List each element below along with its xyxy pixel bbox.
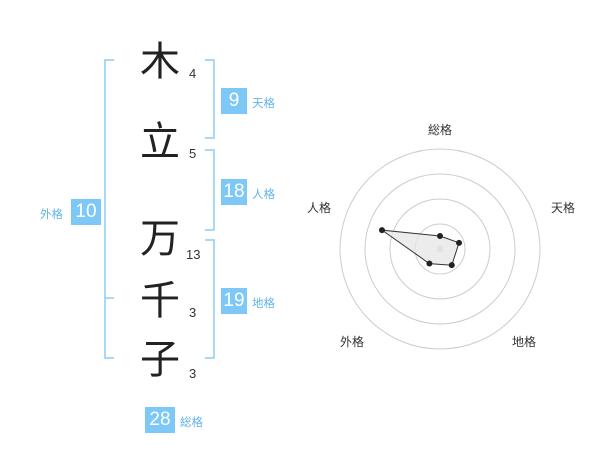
name-char-2: 立 xyxy=(140,119,180,165)
chikaku-bracket xyxy=(205,239,215,359)
radar-area xyxy=(380,229,460,266)
radar-point-1 xyxy=(456,239,463,246)
name-char-3: 万 xyxy=(140,216,180,262)
gaikaku-bracket xyxy=(104,59,114,359)
tenkaku-label: 天格 xyxy=(252,96,275,110)
radar-label-tenkaku: 天格 xyxy=(551,200,575,215)
soukaku-label: 総格 xyxy=(180,415,203,429)
stroke-count-2: 5 xyxy=(189,146,197,161)
radar-label-soukaku: 総格 xyxy=(428,122,452,137)
tenkaku-value: 9 xyxy=(221,88,247,114)
soukaku-value: 28 xyxy=(145,407,175,433)
chikaku-label: 地格 xyxy=(252,296,275,310)
gaikaku-value: 10 xyxy=(71,199,101,225)
chikaku-value: 19 xyxy=(221,288,247,314)
radar-label-jinkaku: 人格 xyxy=(307,200,331,215)
radar-ring-3 xyxy=(364,173,516,325)
jinkaku-bracket xyxy=(205,149,215,231)
radar-point-4 xyxy=(378,227,385,234)
radar-ring-4 xyxy=(339,148,541,350)
tenkaku-bracket xyxy=(205,59,215,139)
gaikaku-label: 外格 xyxy=(40,207,63,221)
radar-point-2 xyxy=(448,262,455,269)
stroke-count-3: 13 xyxy=(186,247,201,262)
radar-ring-2 xyxy=(389,198,491,300)
jinkaku-value: 18 xyxy=(221,179,247,205)
radar-label-chikaku: 地格 xyxy=(512,334,536,349)
radar-label-gaikaku: 外格 xyxy=(340,334,364,349)
name-char-1: 木 xyxy=(140,39,180,85)
jinkaku-label: 人格 xyxy=(252,187,275,201)
radar-point-0 xyxy=(437,233,443,239)
radar-points xyxy=(378,227,463,269)
stroke-count-5: 3 xyxy=(189,366,197,381)
stroke-count-1: 4 xyxy=(189,66,197,81)
radar-point-3 xyxy=(426,260,433,267)
name-char-5: 子 xyxy=(140,337,180,383)
stroke-count-4: 3 xyxy=(189,305,197,320)
name-char-4: 千 xyxy=(140,278,180,324)
